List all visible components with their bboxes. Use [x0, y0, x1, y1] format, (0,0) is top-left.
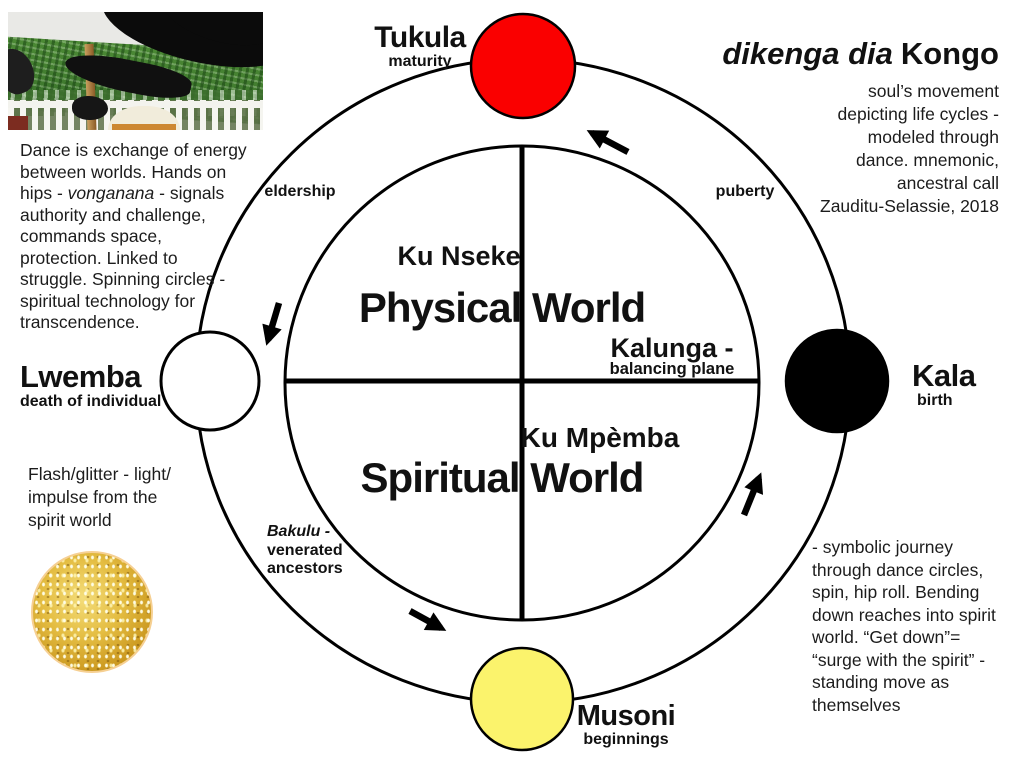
- physical-world-label: Physical World: [358, 284, 646, 331]
- station-label-tukula: Tukula maturity: [374, 21, 466, 71]
- fence-rail: [8, 101, 263, 108]
- station-name: Musoni: [576, 700, 676, 732]
- station-name: Tukula: [374, 21, 466, 54]
- kala-circle: [784, 328, 890, 434]
- red-object: [8, 116, 28, 130]
- title-italic-part: dikenga dia: [722, 36, 893, 71]
- station-meaning: maturity: [388, 53, 452, 71]
- station-meaning: birth: [917, 392, 953, 410]
- kalunga-axis-label: Kalunga - balancing plane: [609, 333, 735, 378]
- cycle-arrow-bottom: [408, 608, 447, 631]
- cycle-arrow-right: [740, 472, 764, 517]
- station-name: Lwemba: [20, 359, 142, 394]
- ring-label-puberty: puberty: [715, 183, 775, 200]
- lwemba-circle: [159, 330, 261, 432]
- gold-glitter-circle: [31, 551, 153, 673]
- upper-realm-name: Ku Nseke: [397, 241, 521, 271]
- station-label-musoni: Musoni beginnings: [577, 701, 676, 749]
- cycle-arrow-left: [262, 302, 283, 346]
- dancer-hand: [72, 96, 108, 120]
- lower-realm-name: Ku Mpèmba: [520, 422, 680, 453]
- spiritual-world-label: Spiritual World: [360, 454, 645, 501]
- umbrella-band: [112, 124, 176, 130]
- dance-photo: [8, 12, 263, 130]
- tukula-circle: [469, 12, 577, 120]
- ring-label-eldership: eldership: [264, 183, 336, 200]
- musoni-circle: [469, 646, 575, 752]
- cycle-arrow-top: [586, 130, 630, 155]
- axis-name: Kalunga -: [610, 333, 734, 363]
- station-name: Kala: [912, 358, 976, 393]
- title-bold-part: Kongo: [900, 36, 999, 71]
- station-label-kala: Kala birth: [912, 358, 976, 410]
- station-meaning: beginnings: [583, 731, 669, 749]
- station-meaning: death of individual: [20, 393, 162, 411]
- station-label-lwemba: Lwemba death of individual: [20, 359, 162, 411]
- axis-subtitle: balancing plane: [609, 360, 735, 378]
